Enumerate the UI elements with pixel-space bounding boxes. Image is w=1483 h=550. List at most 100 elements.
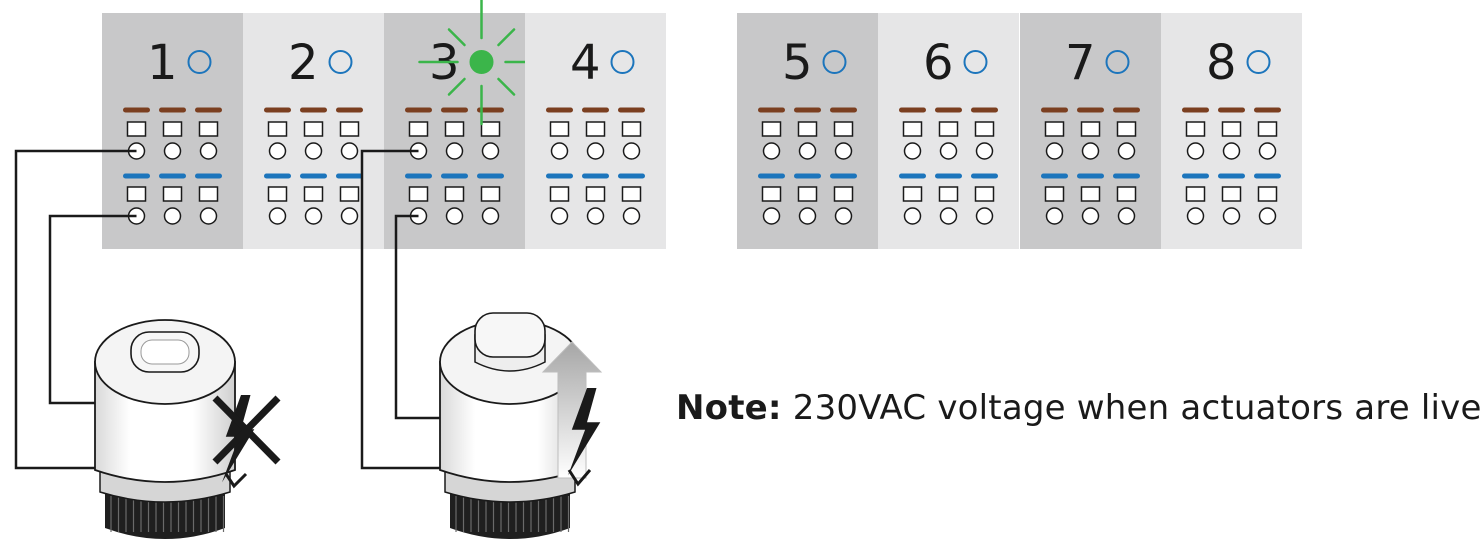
terminal-hole xyxy=(1186,207,1205,225)
terminal-hole xyxy=(834,207,853,225)
terminal-release xyxy=(761,121,782,137)
led-icon xyxy=(1246,50,1271,74)
terminal-release xyxy=(1116,121,1137,137)
actuator-thread xyxy=(450,492,570,539)
terminal-hole xyxy=(304,207,323,225)
zone-number: 5 xyxy=(782,35,813,91)
led-icon xyxy=(963,50,988,74)
terminal-hole xyxy=(975,142,994,160)
terminal-hole xyxy=(1186,142,1205,160)
wires xyxy=(14,149,442,470)
terminal-hole xyxy=(1258,207,1277,225)
wire-zone-3-neutral xyxy=(394,214,442,420)
terminal-hole xyxy=(304,142,323,160)
terminal-hole xyxy=(1222,207,1241,225)
terminal-release xyxy=(833,186,854,202)
zone-panel-2: 2 xyxy=(243,13,384,249)
actuator-zone-3 xyxy=(439,312,581,539)
terminal-release xyxy=(1257,186,1278,202)
terminal-hole xyxy=(1117,207,1136,225)
terminal-release xyxy=(339,186,360,202)
terminal-hole xyxy=(340,207,359,225)
terminal-release xyxy=(198,186,219,202)
terminal-hole xyxy=(975,207,994,225)
led-on-icon xyxy=(469,50,494,74)
terminal-hole xyxy=(622,142,641,160)
terminal-hole xyxy=(163,207,182,225)
terminal-hole xyxy=(1081,207,1100,225)
terminal-release xyxy=(761,186,782,202)
terminal-release xyxy=(974,186,995,202)
wire-zone-1-neutral xyxy=(48,214,137,405)
terminal-release xyxy=(444,121,465,137)
led-icon xyxy=(1105,50,1130,74)
terminal-release xyxy=(1044,186,1065,202)
terminal-release xyxy=(1080,121,1101,137)
actuator-thread xyxy=(105,492,225,539)
terminal-hole xyxy=(268,207,287,225)
zone-number: 2 xyxy=(288,35,319,91)
actuators xyxy=(94,312,603,539)
terminal-hole xyxy=(340,142,359,160)
zone-number: 6 xyxy=(923,35,954,91)
terminal-hole xyxy=(1258,142,1277,160)
terminal-hole xyxy=(481,142,500,160)
led-icon xyxy=(328,50,353,74)
arrow-down-icon xyxy=(567,469,592,487)
led-ray xyxy=(497,77,516,96)
terminal-release xyxy=(339,121,360,137)
terminal-release xyxy=(797,121,818,137)
actuator-button-inner xyxy=(140,339,190,365)
led-icon xyxy=(822,50,847,74)
terminal-release xyxy=(1257,121,1278,137)
terminal-release xyxy=(1185,186,1206,202)
actuator-zone-1 xyxy=(94,319,236,539)
zone-number: 4 xyxy=(570,35,601,91)
terminal-release xyxy=(162,186,183,202)
lightning-icon xyxy=(568,388,601,476)
terminal-hole xyxy=(798,207,817,225)
terminal-hole xyxy=(163,142,182,160)
zone-panel-6: 6 xyxy=(878,13,1019,249)
terminal-release xyxy=(1221,186,1242,202)
terminal-hole xyxy=(1117,142,1136,160)
led-ray xyxy=(497,28,516,47)
note-text: 230VAC voltage when actuators are live. xyxy=(781,388,1483,428)
terminal-release xyxy=(938,121,959,137)
terminal-release xyxy=(797,186,818,202)
zone-number: 1 xyxy=(147,35,178,91)
terminal-hole xyxy=(199,142,218,160)
terminal-release xyxy=(303,186,324,202)
terminal-hole xyxy=(550,142,569,160)
wire-zone-3-live xyxy=(360,149,442,470)
led-icon xyxy=(610,50,635,74)
terminal-hole xyxy=(903,142,922,160)
terminal-hole xyxy=(586,142,605,160)
note-label: Note: xyxy=(676,388,782,428)
arrow-up-icon xyxy=(541,341,603,479)
terminal-release xyxy=(267,186,288,202)
terminal-release xyxy=(1116,186,1137,202)
terminal-release xyxy=(444,186,465,202)
terminal-release xyxy=(585,186,606,202)
terminal-hole xyxy=(798,142,817,160)
terminal-release xyxy=(1044,121,1065,137)
wire-zone-1-live xyxy=(14,149,137,470)
terminal-release xyxy=(621,121,642,137)
note: Note: 230VAC voltage when actuators are … xyxy=(676,388,1483,428)
terminal-hole xyxy=(1222,142,1241,160)
terminal-hole xyxy=(1045,142,1064,160)
terminal-release xyxy=(267,121,288,137)
terminal-hole xyxy=(939,207,958,225)
terminal-hole xyxy=(586,207,605,225)
terminal-release xyxy=(1185,121,1206,137)
terminal-hole xyxy=(481,207,500,225)
terminal-release xyxy=(162,121,183,137)
terminal-release xyxy=(480,121,501,137)
terminal-release xyxy=(408,121,429,137)
terminal-release xyxy=(303,121,324,137)
terminal-hole xyxy=(903,207,922,225)
terminal-hole xyxy=(1045,207,1064,225)
terminal-hole xyxy=(268,142,287,160)
terminal-hole xyxy=(622,207,641,225)
